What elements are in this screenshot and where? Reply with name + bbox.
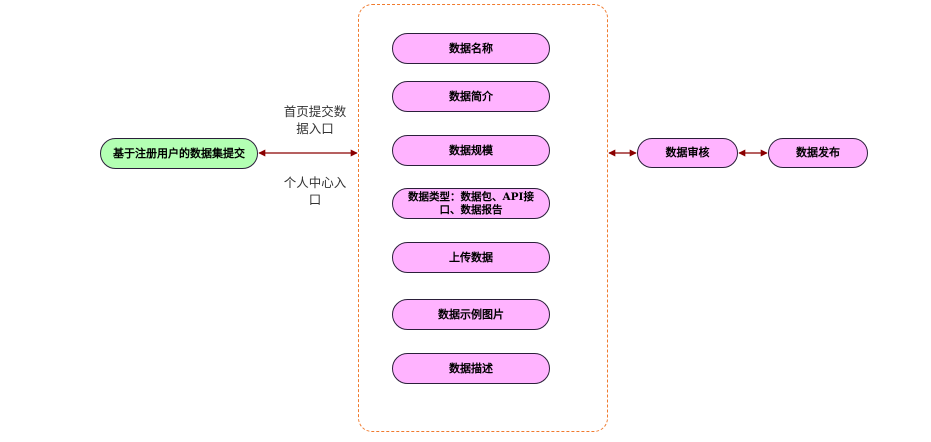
node-field-example-images: 数据示例图片	[392, 299, 550, 330]
node-field-description: 数据描述	[392, 353, 550, 384]
label-home-entry: 首页提交数据入口	[283, 104, 347, 136]
node-field-summary: 数据简介	[392, 81, 550, 112]
label-personal-center-entry: 个人中心入口	[283, 175, 347, 207]
node-field-type: 数据类型：数据包、API接口、数据报告	[392, 188, 550, 219]
node-field-upload: 上传数据	[392, 242, 550, 273]
node-field-name: 数据名称	[392, 33, 550, 64]
node-publish: 数据发布	[768, 138, 868, 168]
node-dataset-submission: 基于注册用户的数据集提交	[100, 138, 258, 169]
node-field-scale: 数据规模	[392, 135, 550, 166]
node-review: 数据审核	[637, 138, 738, 168]
submission-form-container	[358, 4, 608, 432]
